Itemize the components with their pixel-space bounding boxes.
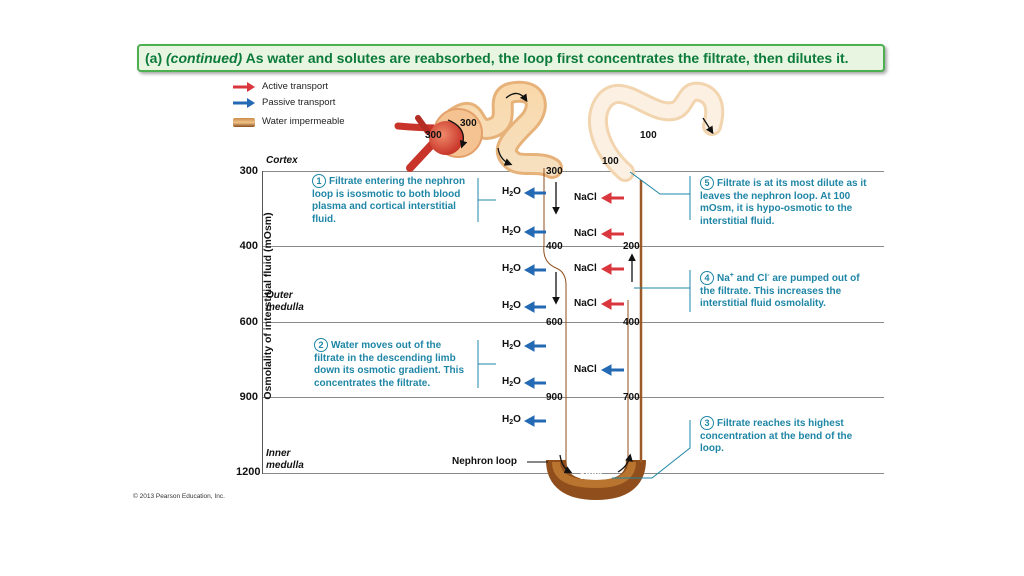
- gridline-600: [262, 322, 884, 323]
- nacl-active-arrows: [600, 192, 624, 310]
- legend-passive-label: Passive transport: [262, 97, 336, 108]
- water-label-2: H2O: [502, 225, 521, 237]
- distal-arrow: [702, 117, 714, 135]
- value-proximal: 300: [460, 118, 477, 129]
- ytick-400: 400: [239, 240, 258, 252]
- outer-line2: medulla: [266, 302, 304, 313]
- value-asc-700: 700: [623, 392, 640, 403]
- nacl-label-1: NaCl: [574, 192, 597, 203]
- gridline-900: [262, 397, 884, 398]
- note-1-number: 1: [312, 174, 326, 188]
- note-3-text: Filtrate reaches its highest concentrati…: [700, 418, 853, 454]
- title-banner: (a) (continued) As water and solutes are…: [137, 44, 885, 72]
- legend-impermeable-label: Water impermeable: [262, 116, 345, 127]
- nephron-loop-label: Nephron loop: [452, 456, 517, 467]
- proximal-arrow-2: [497, 147, 513, 166]
- outer-line1: Outer: [266, 290, 293, 301]
- ytick-600: 600: [239, 316, 258, 328]
- inner-line2: medulla: [266, 460, 304, 471]
- loop-bend-highlight: [552, 461, 636, 489]
- leader-note4: [634, 270, 691, 312]
- value-desc-900: 900: [546, 392, 563, 403]
- leader-note3: [612, 420, 691, 479]
- value-desc-400: 400: [546, 241, 563, 252]
- note-1-text: Filtrate entering the nephron loop is is…: [312, 176, 466, 225]
- value-distal: 100: [640, 130, 657, 141]
- water-label-6: H2O: [502, 376, 521, 388]
- nacl-label-5: NaCl: [574, 364, 597, 375]
- brown-bar-icon: [233, 118, 255, 127]
- nacl-label-4: NaCl: [574, 298, 597, 309]
- title-text: As water and solutes are reabsorbed, the…: [245, 50, 849, 66]
- red-arrow-icon: [233, 82, 255, 92]
- nacl-label-2: NaCl: [574, 228, 597, 239]
- water-label-3: H2O: [502, 263, 521, 275]
- glomerulus-arrow: [447, 119, 468, 149]
- copyright: © 2013 Pearson Education, Inc.: [133, 493, 225, 500]
- region-cortex: Cortex: [266, 155, 298, 166]
- value-desc-300: 300: [546, 166, 563, 177]
- note-3-number: 3: [700, 416, 714, 430]
- value-desc-600: 600: [546, 317, 563, 328]
- water-label-4: H2O: [502, 300, 521, 312]
- gridline-400: [262, 246, 884, 247]
- ytick-900: 900: [239, 391, 258, 403]
- glomerulus: [429, 121, 463, 155]
- water-label-1: H2O: [502, 186, 521, 198]
- leader-note5: [629, 171, 691, 220]
- y-axis-line: [262, 171, 263, 474]
- note-4-number: 4: [700, 271, 714, 285]
- value-asc-200: 200: [623, 241, 640, 252]
- value-glomerulus: 300: [425, 130, 442, 141]
- value-bend: 1200: [580, 471, 603, 482]
- region-inner-medulla: Inner medulla: [266, 448, 304, 472]
- note-5-text: Filtrate is at its most dilute as it lea…: [700, 178, 867, 227]
- legend-active-label: Active transport: [262, 81, 328, 92]
- title-prefix: (a): [145, 50, 163, 66]
- water-arrows: [523, 187, 546, 427]
- gridline-1200: [262, 473, 884, 474]
- vessel-branch: [415, 115, 431, 135]
- flow-arrow-bend-left: [559, 454, 573, 474]
- note-2-text: Water moves out of the filtrate in the d…: [314, 340, 465, 389]
- distal-tubule-inner: [590, 84, 722, 179]
- blue-arrow-icon: [233, 98, 255, 108]
- nacl-label-3: NaCl: [574, 263, 597, 274]
- water-label-7: H2O: [502, 414, 521, 426]
- ytick-300: 300: [239, 165, 258, 177]
- ytick-1200: 1200: [236, 466, 261, 478]
- title-continued: (continued): [166, 50, 243, 66]
- value-asc-400: 400: [623, 317, 640, 328]
- value-asc-100: 100: [602, 156, 619, 167]
- flow-arrow-bend-right: [617, 453, 633, 473]
- region-outer-medulla: Outer medulla: [266, 290, 304, 314]
- note-2-number: 2: [314, 338, 328, 352]
- proximal-arrow: [505, 92, 528, 103]
- nacl-passive-arrow: [600, 364, 624, 376]
- gridline-300: [262, 171, 884, 172]
- water-label-5: H2O: [502, 339, 521, 351]
- inner-line1: Inner: [266, 448, 291, 459]
- note-5-number: 5: [700, 176, 714, 190]
